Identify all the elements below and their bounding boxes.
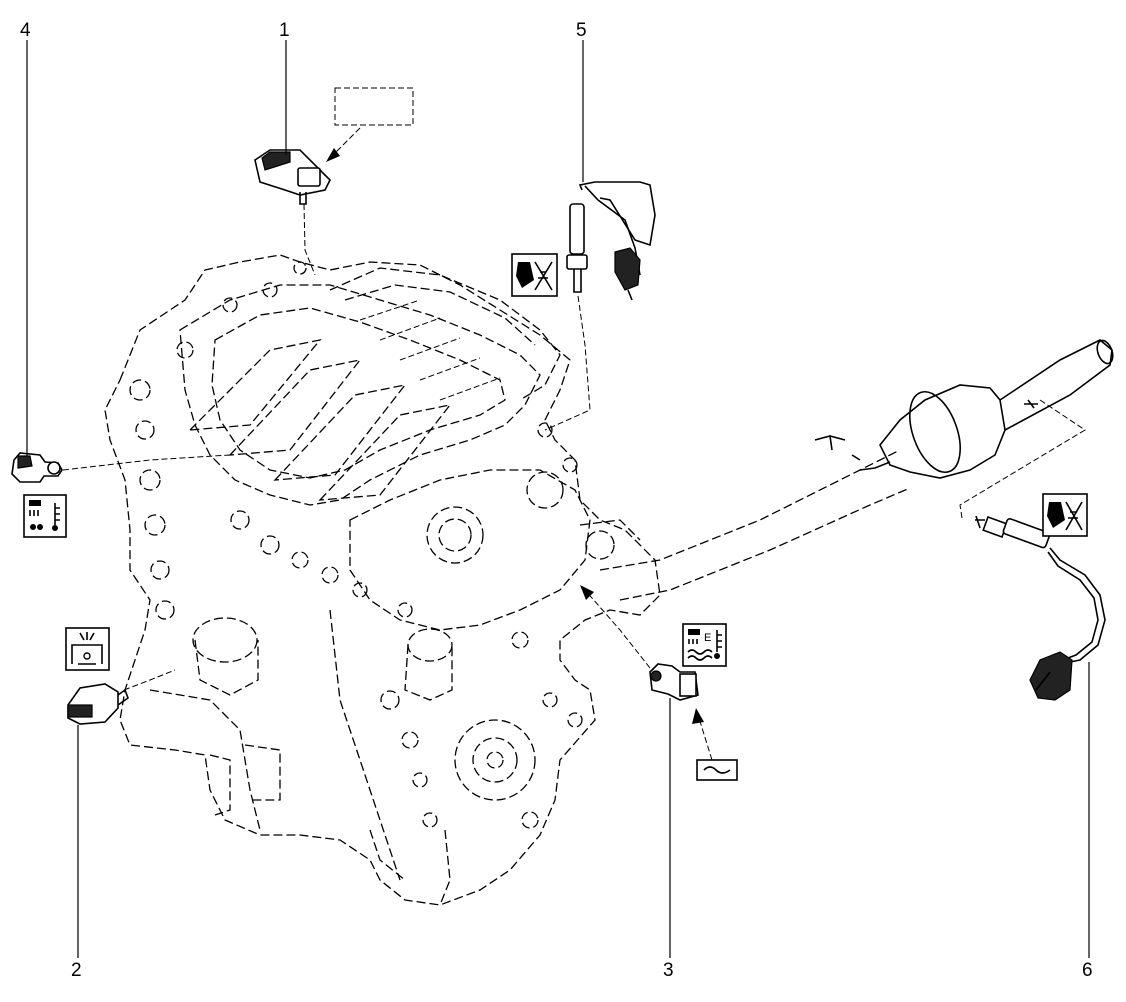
oxygen-sensor-icon-6 (1042, 493, 1088, 537)
callout-2: 2 (71, 960, 82, 981)
callout-3: 3 (663, 960, 674, 981)
install-line-2 (123, 669, 176, 691)
callout-leaders (26, 40, 1090, 958)
temperature-sensor-left (11, 452, 63, 483)
seal-reference-box (696, 759, 738, 781)
install-line-5 (544, 295, 591, 431)
svg-text:E: E (704, 632, 711, 644)
map-sensor (254, 149, 331, 205)
coolant-temperature-icon: E (682, 623, 727, 667)
temperature-sensor-icon (23, 494, 67, 538)
install-line-6 (959, 399, 1086, 519)
install-line-1 (303, 203, 316, 276)
arrow-3-seal (692, 708, 713, 761)
engine-outline (104, 254, 911, 906)
callout-1: 1 (279, 20, 290, 41)
oil-pressure-switch (67, 683, 129, 725)
oxygen-sensor-downstream (975, 515, 1106, 701)
oxygen-sensor-upstream (566, 181, 656, 301)
callout-5: 5 (576, 20, 587, 41)
arrow-3-engine (580, 585, 594, 600)
callout-6: 6 (1082, 960, 1093, 981)
catalytic-converter (814, 339, 1114, 479)
oil-pressure-icon (65, 627, 110, 671)
coolant-temperature-sensor (649, 663, 699, 701)
callout-4: 4 (20, 20, 31, 41)
dashed-reference-box (334, 87, 414, 126)
arrow-1 (326, 127, 361, 162)
install-line-3 (584, 589, 651, 669)
oxygen-sensor-icon (511, 253, 558, 297)
install-line-4 (62, 454, 231, 471)
